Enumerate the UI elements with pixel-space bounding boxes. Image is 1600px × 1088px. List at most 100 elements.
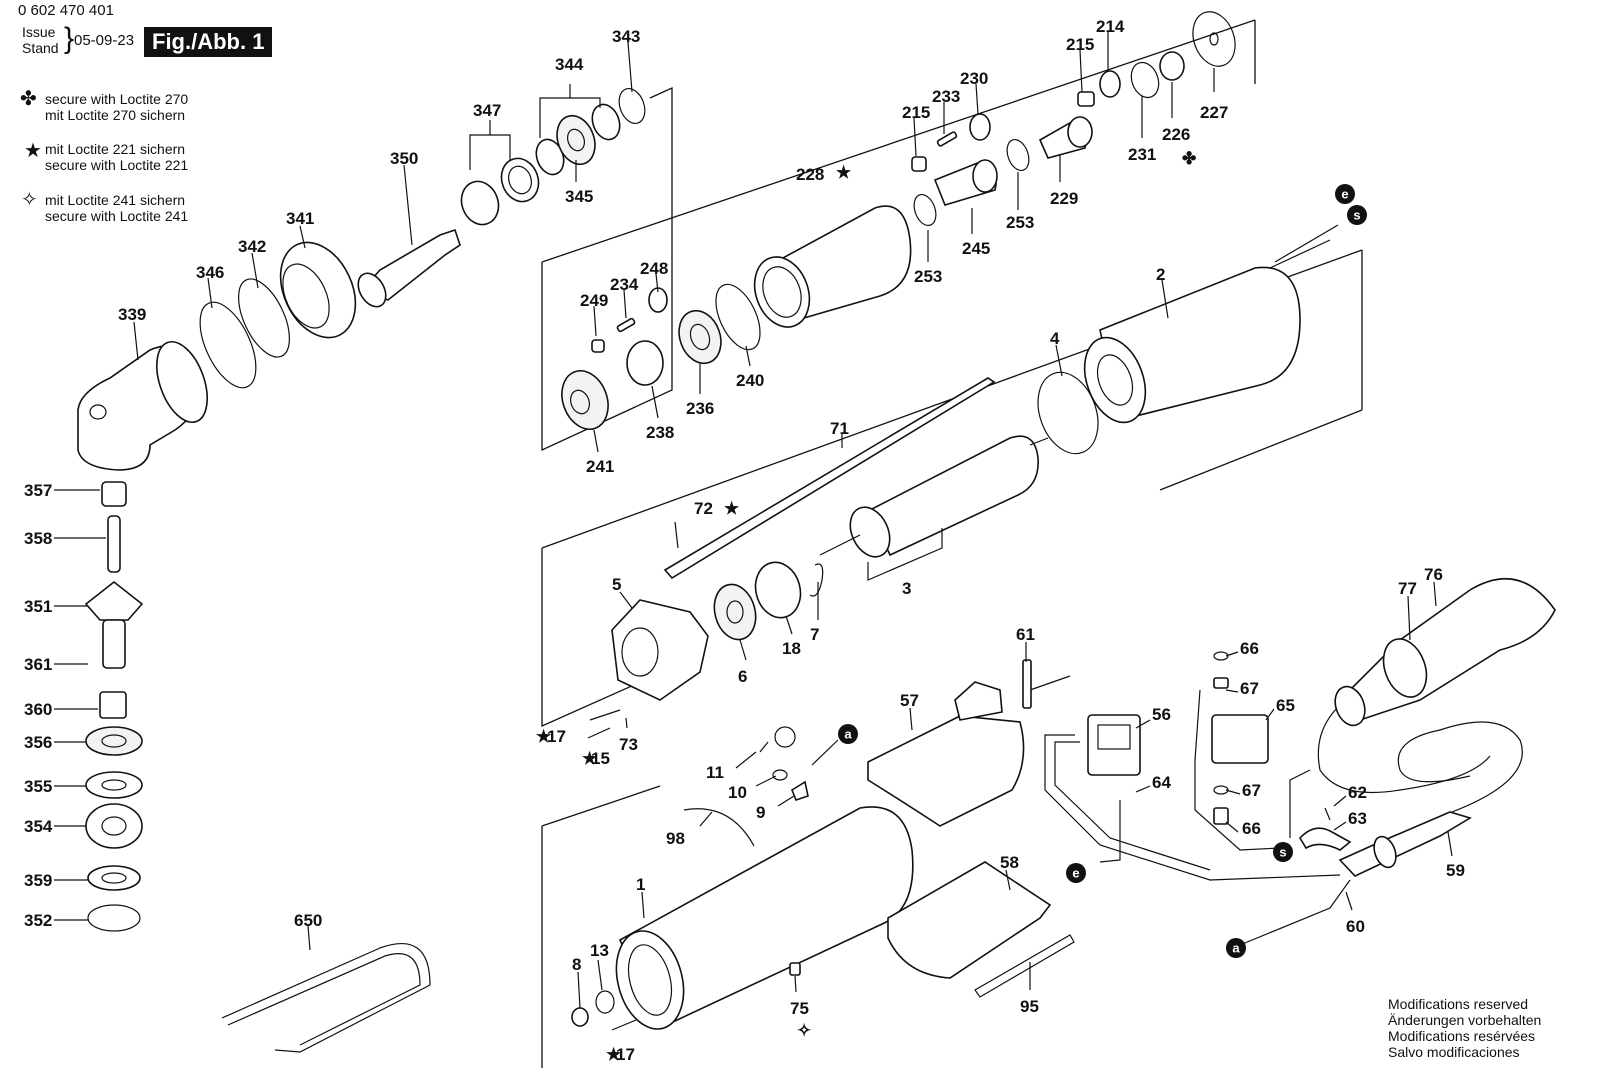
connector-e-marker [1335,184,1355,204]
power-cable [1317,577,1556,877]
bracket-lines-armature [867,528,943,581]
modifications-line: Salvo modificaciones [1388,1044,1520,1060]
issue-date: 05-09-23 [74,32,135,49]
star-icon: ★ [582,749,598,768]
modifications-line: Modifications reserved [1388,996,1529,1012]
callout-253b: 253 [1006,213,1034,232]
callout-351: 351 [24,597,52,616]
callout-350: 350 [390,149,418,168]
leader-line [739,639,747,661]
callout-236: 236 [686,399,714,418]
callout-62: 62 [1348,783,1367,802]
legend-line: mit Loctite 270 sichern [45,107,186,123]
callout-13: 13 [590,941,609,960]
legend-line: mit Loctite 221 sichern [45,141,186,157]
callout-56: 56 [1152,705,1171,724]
star-icon: ★ [606,1045,622,1064]
callout-6: 6 [738,667,747,686]
callout-17b: 17 [616,1045,635,1064]
leader-line [133,321,139,361]
connector-a-marker [838,724,858,744]
leader-line [1433,581,1437,607]
callout-345: 345 [565,187,593,206]
callout-238: 238 [646,423,674,442]
leader-line [207,277,213,309]
callout-66b: 66 [1242,819,1261,838]
leader-line [1135,719,1151,729]
callout-360: 360 [24,700,52,719]
callout-240: 240 [736,371,764,390]
leader-line [909,707,913,731]
callout-361: 361 [24,655,52,674]
rating-plate [683,808,755,847]
leader-line [641,891,645,919]
star-icon: ★ [836,163,852,182]
bearing-set [535,87,646,176]
callout-18: 18 [782,639,801,658]
leader-line [1055,344,1063,377]
callout-65: 65 [1276,696,1295,715]
connector-e-label: e [1072,866,1079,881]
leader-line [1407,595,1411,641]
leader-line [597,959,603,991]
leader-line [619,591,633,609]
callout-339: 339 [118,305,146,324]
leader-line [403,164,413,246]
callout-66a: 66 [1240,639,1259,658]
leader-line [777,795,795,807]
field-coil [1083,224,1339,424]
callout-230: 230 [960,69,988,88]
leader-line [307,925,311,951]
bail-wire [221,943,431,1053]
leader-line [627,41,633,93]
callout-98: 98 [666,829,685,848]
connector-s-label: s [1353,208,1360,223]
switch [1087,714,1141,776]
callout-5: 5 [612,575,621,594]
leader-line [1333,795,1347,807]
connector-s-marker [1273,842,1293,862]
callout-58: 58 [1000,853,1019,872]
callout-228: 228 [796,165,824,184]
callout-77: 77 [1398,579,1417,598]
callout-226: 226 [1162,125,1190,144]
leader-line [745,345,751,367]
connector-a-label: a [1232,941,1240,956]
callout-241: 241 [586,457,614,476]
connector-e-label: e [1341,187,1348,202]
bracket-lines [469,84,601,170]
callout-95: 95 [1020,997,1039,1016]
leader-line [755,775,777,787]
leader-line [251,252,259,289]
insulating-washer [1037,371,1099,455]
leader-line [1135,785,1151,793]
leader-line [1333,821,1347,831]
leader-line [593,305,597,337]
callout-343: 343 [612,27,640,46]
callout-7: 7 [810,625,819,644]
callout-75: 75 [790,999,809,1018]
leader-line [299,225,306,249]
bevel-gear-stack [84,481,144,932]
stand-label: Stand [22,40,59,56]
leader-line [975,83,979,115]
callout-67a: 67 [1240,679,1259,698]
callout-356: 356 [24,733,52,752]
star-icon: ★ [724,499,740,518]
callout-248: 248 [640,259,668,278]
drive-shaft [357,228,461,308]
leader-line [1225,689,1239,693]
knurled-nut [279,241,357,339]
cable-clamp [1299,807,1352,851]
connector-s-marker [1347,205,1367,225]
callout-355: 355 [24,777,52,796]
callout-354: 354 [24,817,53,836]
four-leaf-clover-icon: ✤ [20,88,37,110]
issue-brace: } [64,22,75,55]
callout-234: 234 [610,275,639,294]
leader-line [1345,891,1353,911]
leader-line [913,117,917,157]
callout-215a: 215 [1066,35,1094,54]
